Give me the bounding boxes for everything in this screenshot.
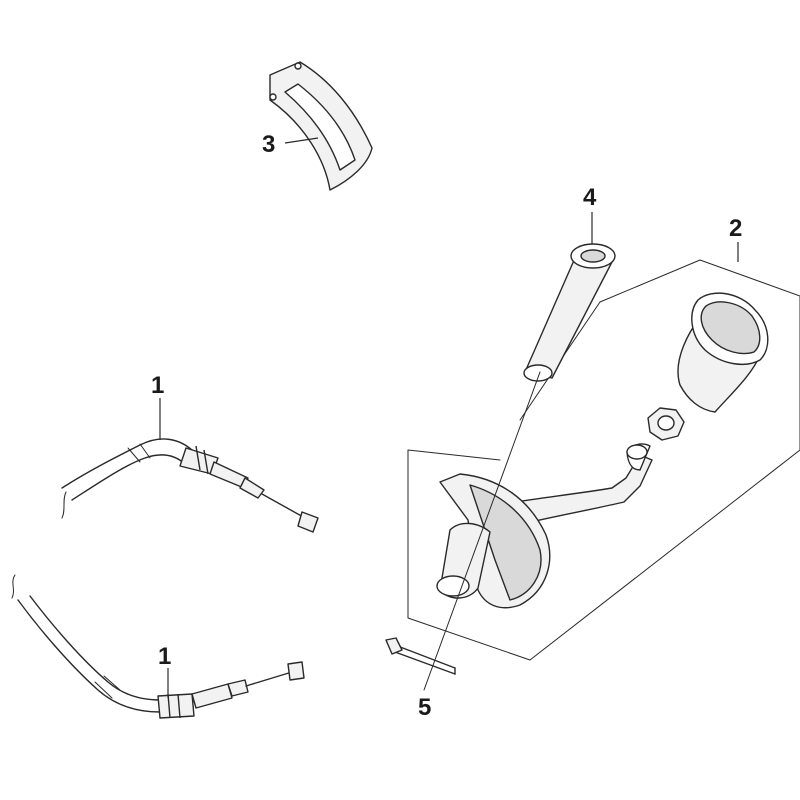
callout-2: 2 xyxy=(729,215,742,262)
callout-5: 5 xyxy=(418,694,431,721)
shift-lever-part xyxy=(436,443,653,609)
callout-3-label: 3 xyxy=(262,131,275,158)
assembly-axis-line xyxy=(423,371,541,691)
bolt-part xyxy=(385,637,456,675)
callout-2-label: 2 xyxy=(729,215,742,242)
callout-4-label: 4 xyxy=(583,184,597,211)
pivot-sleeve-part xyxy=(523,243,616,382)
callout-1-lower: 1 xyxy=(158,643,171,698)
callout-5-label: 5 xyxy=(418,694,431,721)
callout-1-lower-label: 1 xyxy=(158,643,171,670)
shift-knob-part xyxy=(677,292,769,413)
cable-lower-part xyxy=(11,574,305,719)
callout-1-upper-label: 1 xyxy=(151,372,164,399)
callout-1-upper: 1 xyxy=(151,372,164,440)
callout-3: 3 xyxy=(262,131,319,158)
callout-4: 4 xyxy=(583,184,597,244)
nut-part xyxy=(647,407,685,441)
cable-upper-part xyxy=(61,438,319,533)
guide-plate-part xyxy=(269,61,373,191)
